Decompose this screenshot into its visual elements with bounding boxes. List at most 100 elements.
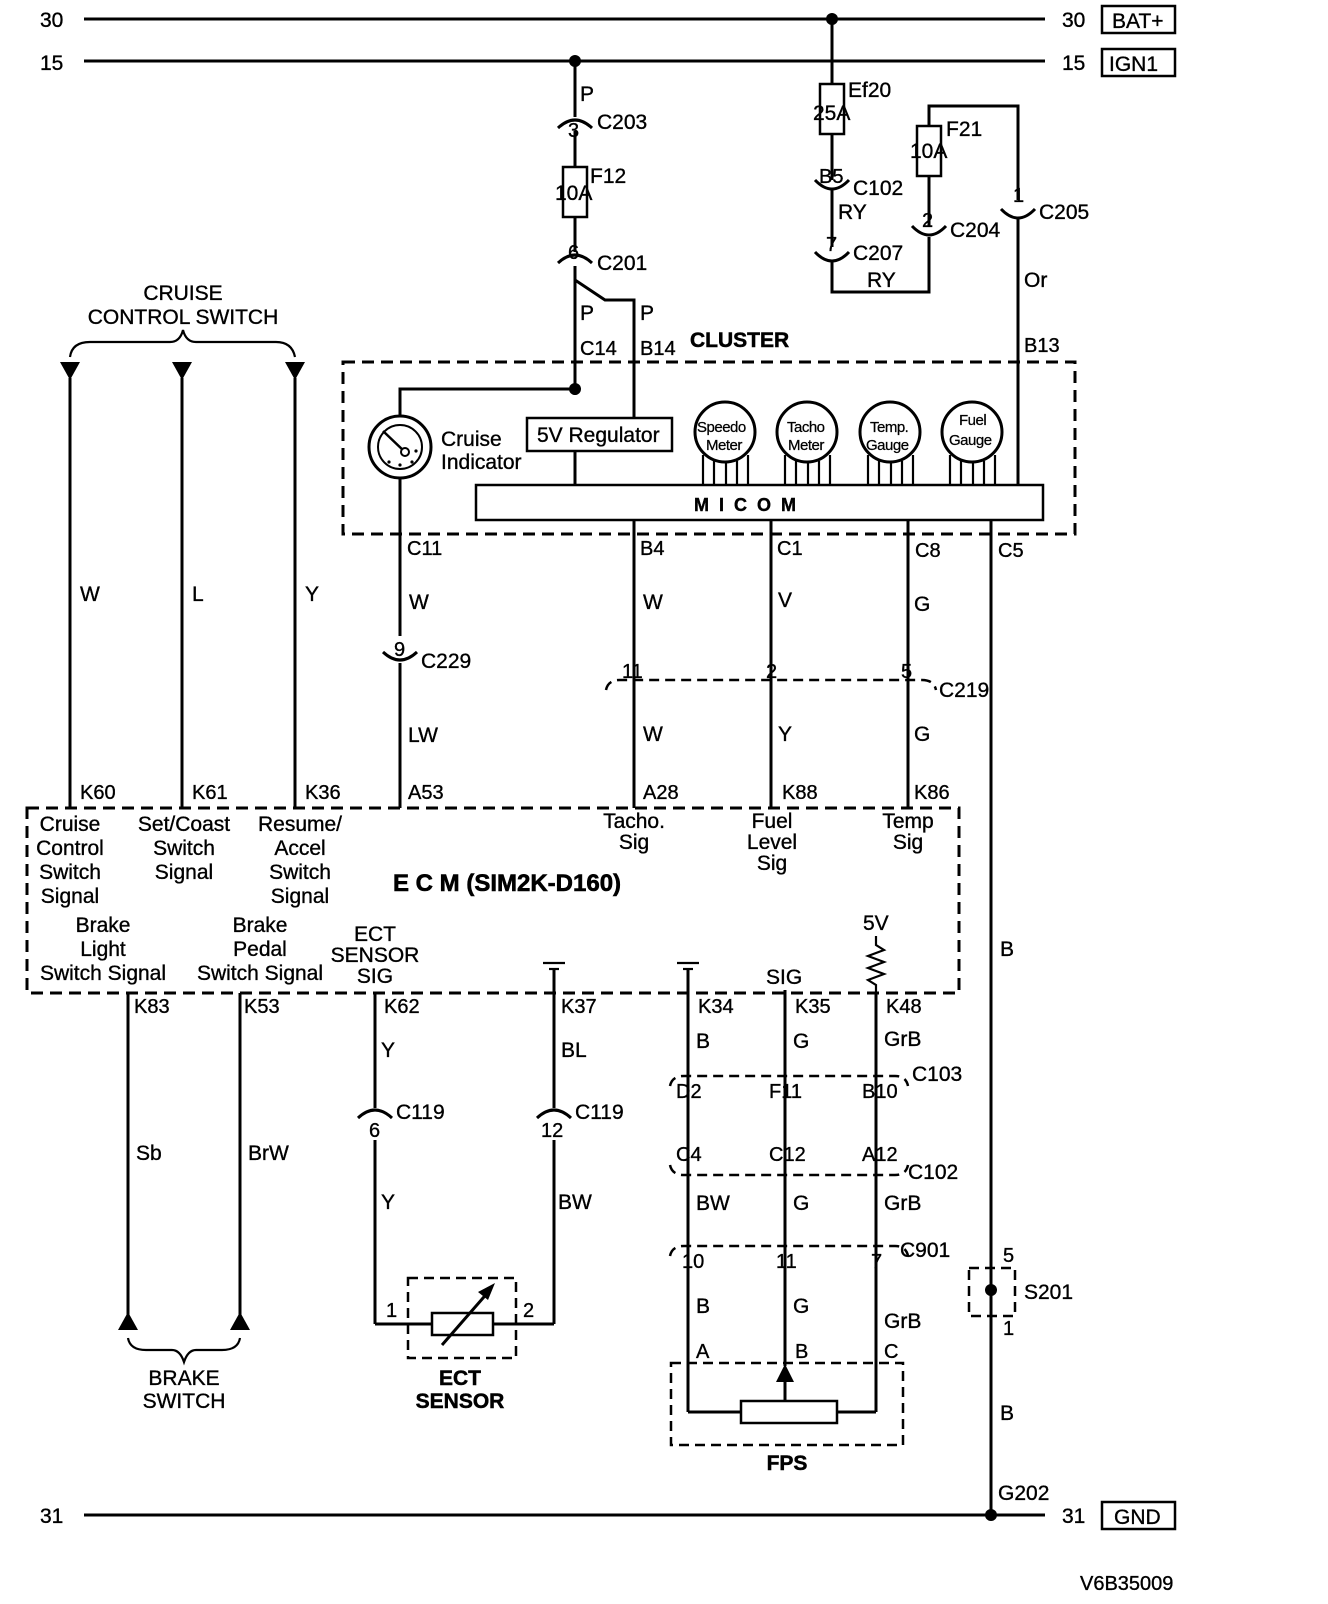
- wire-color-b-gnd2: B: [1000, 1402, 1014, 1425]
- f21-rating: 10A: [910, 140, 947, 163]
- gnd-rail: 31 31 GND G202: [40, 1482, 1177, 1531]
- c207-pin: 7: [826, 234, 837, 256]
- ecm-resume-4: Signal: [271, 885, 329, 908]
- ecm-ect-sig-2: SENSOR: [331, 944, 420, 967]
- pullup-resistor-icon: [864, 936, 888, 993]
- wire-color-g-c8: G: [914, 593, 930, 616]
- ecm-brake-pedal-1: Brake: [233, 914, 288, 937]
- wire-color-grb-a12: GrB: [884, 1192, 921, 1215]
- fps-pin-b: B: [795, 1341, 808, 1363]
- ecm-ect-sig-3: SIG: [357, 965, 393, 988]
- ecm-ground-k37-icon: [543, 961, 565, 993]
- ecm-brake-pedal-3: Switch Signal: [197, 962, 323, 985]
- ecm-fuel-2: Level: [747, 831, 797, 854]
- wire-color-y-k62: Y: [381, 1039, 395, 1062]
- ecm-tacho-1: Tacho.: [603, 810, 665, 833]
- wire-color-g-k86: G: [914, 723, 930, 746]
- wire-color-or: Or: [1024, 269, 1047, 292]
- temp-gauge-label-1: Temp.: [870, 419, 908, 436]
- cruise-control-switch: CRUISE CONTROL SWITCH W L Y: [60, 282, 319, 808]
- ect-sensor-title-1: ECT: [439, 1367, 481, 1390]
- cluster-pin-b13: B13: [1024, 335, 1060, 357]
- wire-color-bw-c4: BW: [696, 1192, 730, 1215]
- tacho-meter-label-1: Tacho: [787, 419, 825, 436]
- tacho-meter-label-2: Meter: [788, 437, 824, 454]
- wire-color-b-k34: B: [696, 1030, 710, 1053]
- gnd-rail-label: GND: [1114, 1506, 1161, 1529]
- wire-color-ry-1: RY: [838, 201, 867, 224]
- speedo-meter-label-2: Meter: [706, 437, 742, 454]
- ecm-brake-pedal-2: Pedal: [233, 938, 287, 961]
- c201-pin: 6: [568, 242, 579, 264]
- c203-label: C203: [597, 111, 647, 134]
- c103-pin-d2: D2: [676, 1081, 702, 1103]
- wire-color-bw-ect: BW: [558, 1191, 592, 1214]
- ecm-pin-k35: K35: [795, 996, 831, 1018]
- c204-pin: 2: [922, 210, 933, 232]
- c901-label: C901: [900, 1239, 950, 1262]
- wire-color-y-k88: Y: [778, 723, 792, 746]
- cruise-indicator-icon: [367, 414, 433, 480]
- wire-color-b-fps: B: [696, 1295, 710, 1318]
- ecm-pin-k37: K37: [561, 996, 597, 1018]
- ground-g202: G202: [998, 1482, 1049, 1505]
- ecm-cruise-sig-2: Control: [36, 837, 104, 860]
- f21-name: F21: [946, 118, 982, 141]
- cruise-indicator-label-2: Indicator: [441, 451, 522, 474]
- ef20-name: Ef20: [848, 79, 891, 102]
- cluster-pin-b4: B4: [640, 538, 664, 560]
- regulator-label: 5V Regulator: [537, 424, 660, 447]
- c201-label: C201: [597, 252, 647, 275]
- c102-b5-label: C102: [853, 177, 903, 200]
- wire-color-v-c1: V: [778, 589, 792, 612]
- regulator-box: [525, 416, 674, 453]
- c205-pin: 1: [1013, 185, 1024, 207]
- c102-label: C102: [908, 1161, 958, 1184]
- cruise-indicator-label-1: Cruise: [441, 428, 502, 451]
- cluster-title: CLUSTER: [690, 329, 789, 352]
- ecm-5v-label: 5V: [863, 912, 889, 935]
- brake-switch-title-1: BRAKE: [148, 1367, 219, 1390]
- ecm-pin-k36: K36: [305, 782, 341, 804]
- ecm-set-coast-2: Switch: [153, 837, 215, 860]
- bat-rail-num-left: 30: [40, 9, 63, 32]
- wire-color-lw: LW: [408, 724, 438, 747]
- ecm-cruise-sig-1: Cruise: [40, 813, 101, 836]
- s201-splice: 5 S201 1 B: [967, 1245, 1073, 1515]
- wire-color-b-gnd1: B: [1000, 938, 1014, 961]
- f12-name: F12: [590, 165, 626, 188]
- ecm-set-coast-3: Signal: [155, 861, 213, 884]
- wire-color-y-ect: Y: [381, 1191, 395, 1214]
- speedo-meter: Speedo Meter: [693, 400, 757, 484]
- cluster-pin-c8: C8: [915, 540, 941, 562]
- temp-gauge-label-2: Gauge: [866, 437, 909, 454]
- brake-switch: Sb BrW BRAKE SWITCH: [118, 993, 289, 1413]
- gnd-rail-num-left: 31: [40, 1505, 63, 1528]
- c229-label: C229: [421, 650, 471, 673]
- c219-pin-5: 5: [901, 661, 912, 683]
- ecm-brake-light-3: Switch Signal: [40, 962, 166, 985]
- cluster-pin-c1: C1: [777, 538, 803, 560]
- speedo-meter-label-1: Speedo: [697, 419, 746, 436]
- fps-potentiometer-icon: [739, 1399, 839, 1425]
- c103-pin-b10: B10: [862, 1081, 898, 1103]
- c204-label: C204: [950, 219, 1001, 242]
- ecm-temp-2: Sig: [893, 831, 923, 854]
- ecm-sig-label: SIG: [766, 966, 802, 989]
- wire-color-p-right: P: [640, 302, 654, 325]
- wire-color-grb-fps: GrB: [884, 1310, 921, 1333]
- c901-pin-7: 7: [871, 1251, 882, 1273]
- ecm-pin-k86: K86: [914, 782, 950, 804]
- cluster-pin-c14: C14: [580, 338, 617, 360]
- ecm-pin-k62: K62: [384, 996, 420, 1018]
- c103-label: C103: [912, 1063, 962, 1086]
- s201-label: S201: [1024, 1281, 1073, 1304]
- ecm-pin-k88: K88: [782, 782, 818, 804]
- ecm-pin-k83: K83: [134, 996, 170, 1018]
- ect-sensor-circuit: Y 6 C119 Y BL 12 C119 BW 1 2 ECT SENSOR: [356, 993, 624, 1413]
- wire-color-sb: Sb: [136, 1142, 162, 1165]
- fps-circuit: B G GrB D2 F11 B10 C103 C4 C12 A12 C102 …: [668, 993, 962, 1475]
- tacho-meter: Tacho Meter: [775, 400, 839, 484]
- s201-pin-top: 5: [1003, 1245, 1014, 1267]
